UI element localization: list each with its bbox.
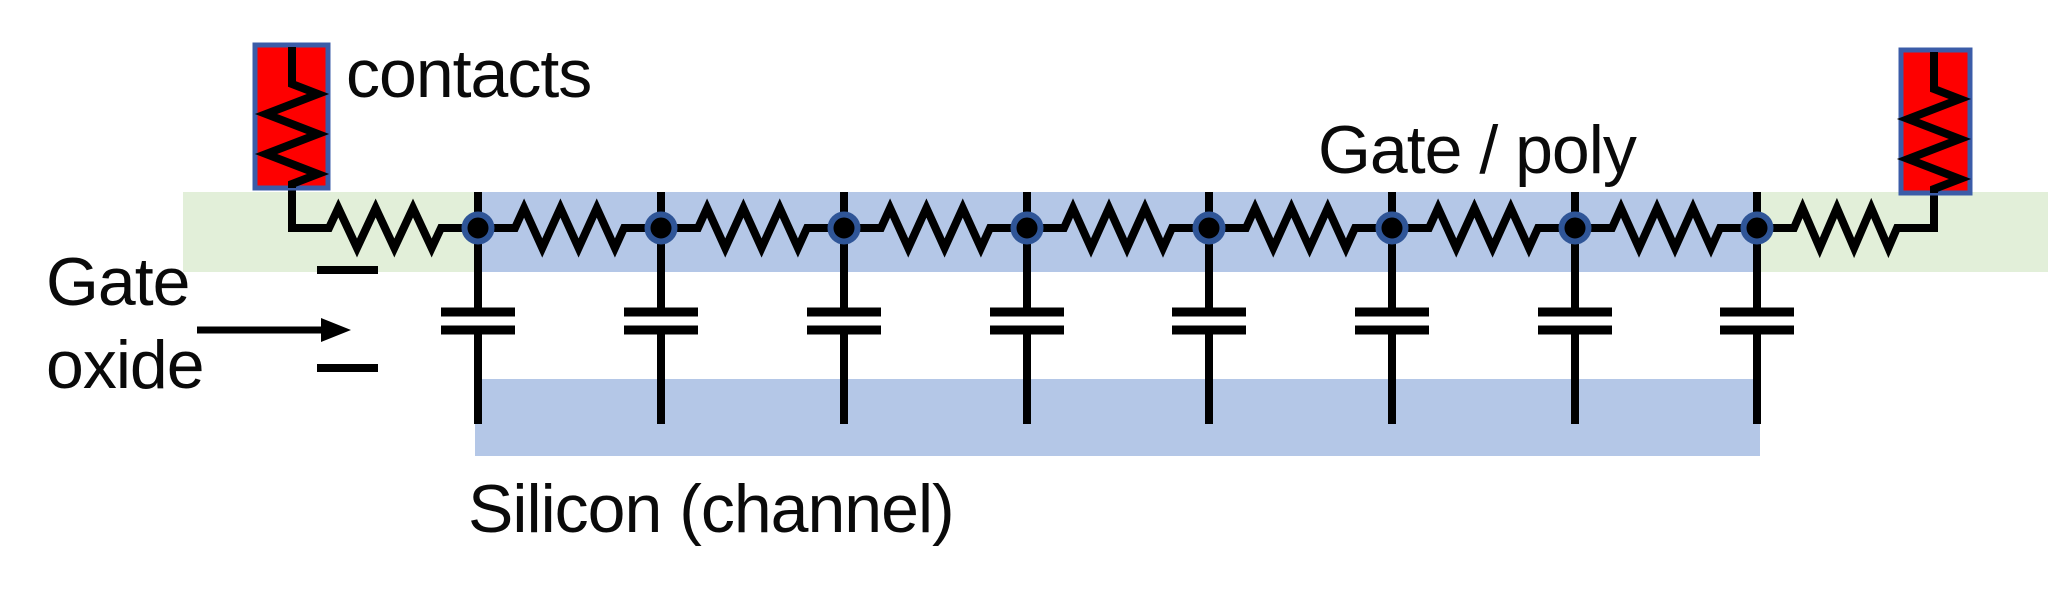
poly-resistor-6	[1392, 198, 1575, 258]
poly-resistor-2	[661, 198, 844, 258]
node-dot-2	[644, 211, 678, 245]
gate-oxide-arrow-head	[321, 318, 351, 342]
node-dot-8	[1740, 211, 1774, 245]
poly-resistor-7	[1575, 198, 1757, 258]
node-dot-7	[1558, 211, 1592, 245]
silicon-channel-label: Silicon (channel)	[468, 471, 955, 547]
node-dot-4	[1010, 211, 1044, 245]
node-dot-1	[461, 211, 495, 245]
right-contact-resistor	[1896, 52, 1972, 193]
node-dot-3	[827, 211, 861, 245]
poly-resistor-3	[844, 198, 1027, 258]
contacts-label: contacts	[346, 36, 592, 112]
node-dot-5	[1192, 211, 1226, 245]
gate-oxide-label-line2: oxide	[46, 327, 205, 403]
right-end-resistor	[1757, 190, 1938, 259]
poly-resistor-1	[478, 198, 661, 258]
gate-poly-label: Gate / poly	[1318, 112, 1637, 188]
left-end-resistor	[288, 185, 478, 258]
poly-resistor-4	[1027, 198, 1209, 258]
poly-resistor-5	[1209, 198, 1392, 258]
node-dot-6	[1375, 211, 1409, 245]
silicon-channel-band	[475, 379, 1760, 456]
left-contact-resistor	[254, 47, 330, 188]
gate-oxide-label-line1: Gate	[46, 244, 190, 320]
